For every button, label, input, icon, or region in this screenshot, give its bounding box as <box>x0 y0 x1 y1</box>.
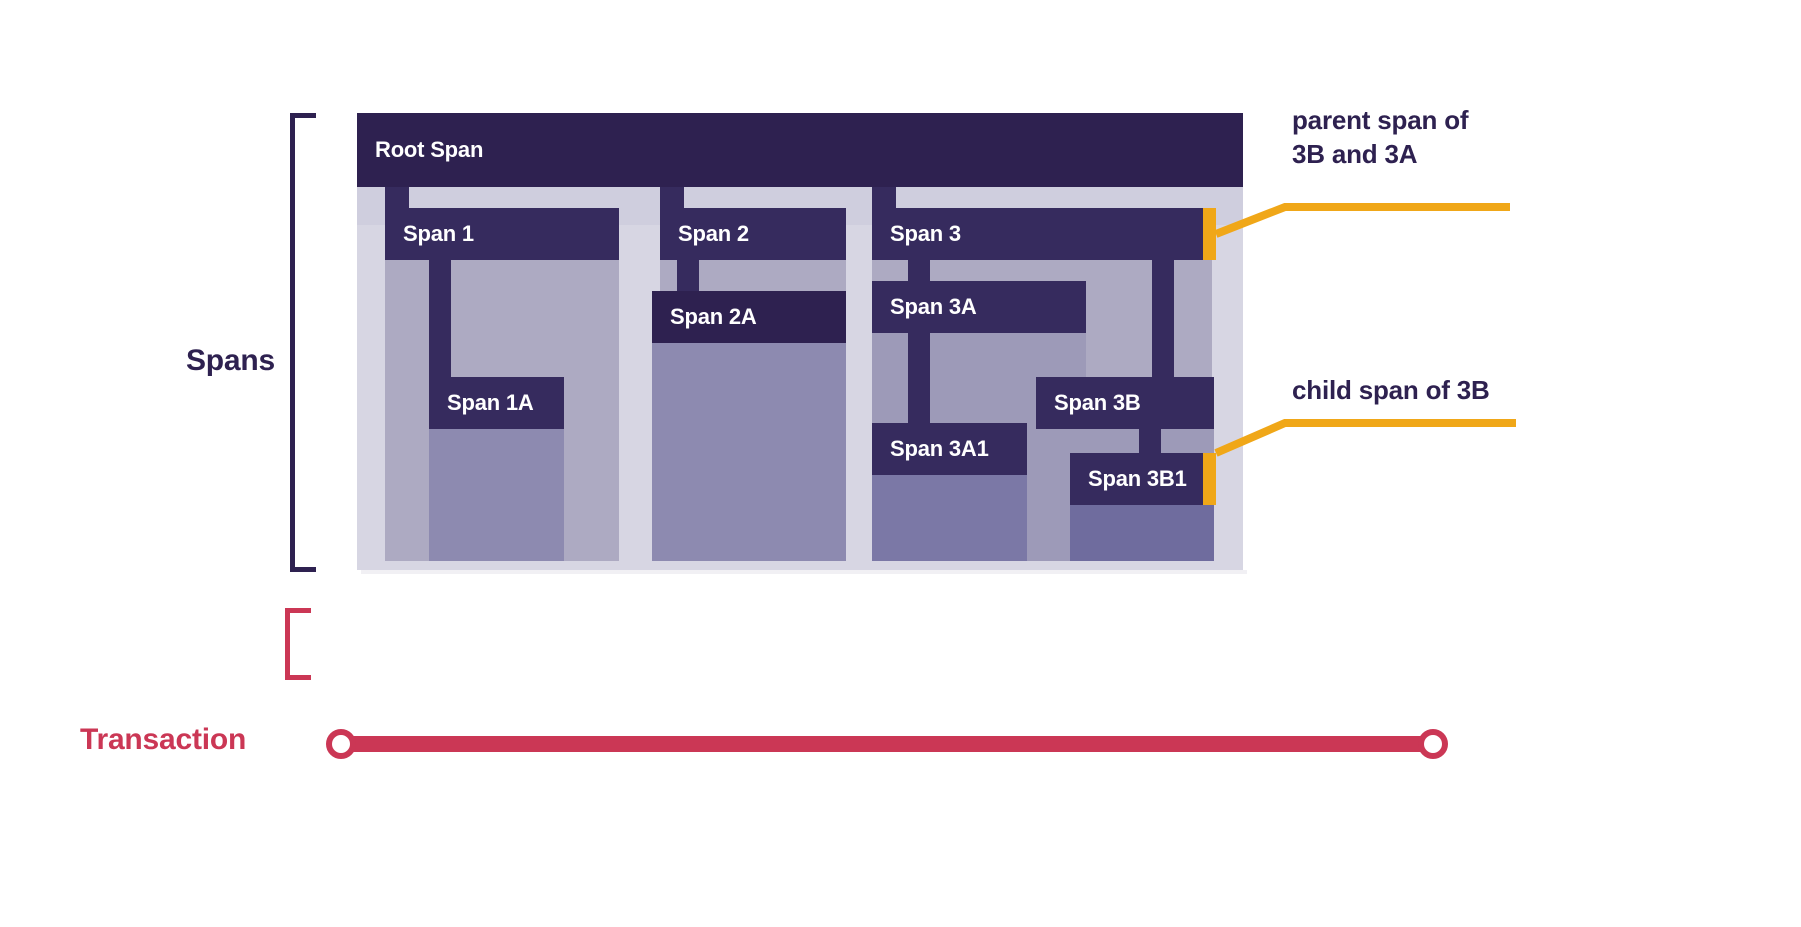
span-bar-span2[interactable]: Span 2 <box>660 208 846 260</box>
spans-panel: Root Span Span 1 Span 1A Span 2 <box>357 113 1243 570</box>
panel-shadow <box>361 570 1247 574</box>
span-label-span3a1: Span 3A1 <box>890 436 989 461</box>
annotation-child-span-of-3b: child span of 3B <box>1292 375 1490 405</box>
span-label-span1: Span 1 <box>403 221 474 246</box>
leader-line-child <box>1214 419 1516 457</box>
span-body-span3a1 <box>872 475 1027 561</box>
transaction-section-label: Transaction <box>80 723 247 756</box>
leader-line-parent <box>1214 203 1510 238</box>
span-label-span3b1: Span 3B1 <box>1088 466 1187 491</box>
span-body-span2a <box>652 343 846 561</box>
connector-span1-to-span1a <box>429 260 451 405</box>
span-label-span2: Span 2 <box>678 221 749 246</box>
transaction-bracket <box>285 608 311 680</box>
span-label-span3: Span 3 <box>890 221 961 246</box>
span-waterfall: Root Span Span 1 Span 1A Span 2 <box>357 113 1243 570</box>
span-bar-span3b1[interactable]: Span 3B1 <box>1070 453 1214 505</box>
span-body-span1a <box>429 429 564 561</box>
transaction-end-dot-icon <box>1418 729 1448 759</box>
annotation-parent-span-of-3b-and-3a: parent span of 3B and 3A <box>1292 105 1469 170</box>
spans-bracket <box>290 113 316 572</box>
connector-span3-to-span3b <box>1152 260 1174 405</box>
transaction-start-dot-icon <box>326 729 356 759</box>
span-bar-span2a[interactable]: Span 2A <box>652 291 846 343</box>
span-label-span2a: Span 2A <box>670 304 757 329</box>
span-bar-root[interactable]: Root Span <box>357 113 1243 187</box>
child-span-marker-icon <box>1203 453 1216 505</box>
span-label-root: Root Span <box>375 137 484 162</box>
span-label-span1a: Span 1A <box>447 390 534 415</box>
span-body-span3b1 <box>1070 505 1214 561</box>
spans-section-label: Spans <box>186 344 276 377</box>
span-bar-span1[interactable]: Span 1 <box>385 208 619 260</box>
span-bar-span3[interactable]: Span 3 <box>872 208 1212 260</box>
transaction-bar[interactable] <box>340 736 1430 752</box>
span-label-span3b: Span 3B <box>1054 390 1141 415</box>
span-bar-span3a[interactable]: Span 3A <box>872 281 1086 333</box>
span-bar-span3b[interactable]: Span 3B <box>1036 377 1214 429</box>
parent-span-marker-icon <box>1203 208 1216 260</box>
connector-span3a-to-span3a1 <box>908 333 930 451</box>
span-label-span3a: Span 3A <box>890 294 977 319</box>
span-bar-span3a1[interactable]: Span 3A1 <box>872 423 1027 475</box>
span-bar-span1a[interactable]: Span 1A <box>429 377 564 429</box>
